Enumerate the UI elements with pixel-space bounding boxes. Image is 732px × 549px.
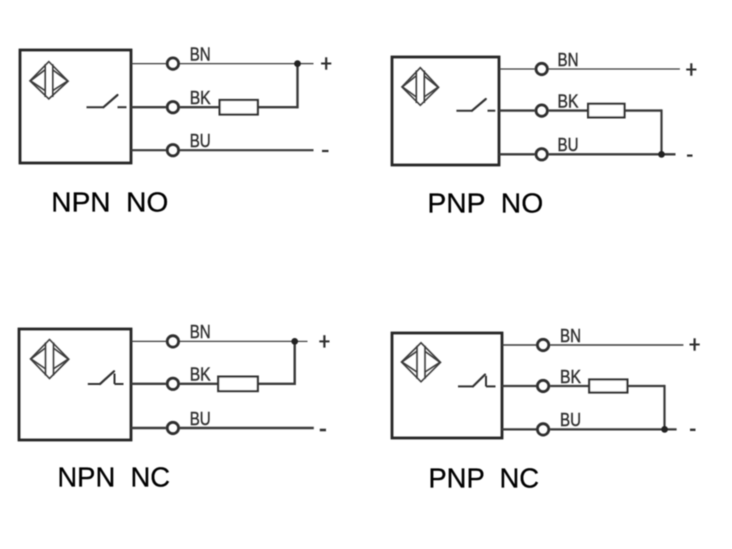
svg-text:BN: BN bbox=[558, 50, 579, 70]
svg-text:BU: BU bbox=[558, 135, 579, 155]
svg-text:BU: BU bbox=[190, 131, 211, 151]
svg-text:BK: BK bbox=[190, 88, 211, 108]
svg-text:PNP NO: PNP NO bbox=[427, 188, 543, 219]
svg-text:BU: BU bbox=[560, 410, 581, 430]
svg-text:PNP NC: PNP NC bbox=[428, 463, 539, 494]
svg-text:BN: BN bbox=[190, 322, 211, 342]
svg-text:BN: BN bbox=[190, 44, 211, 64]
svg-text:NPN NO: NPN NO bbox=[51, 186, 168, 217]
svg-text:BK: BK bbox=[560, 367, 581, 387]
svg-text:NPN NC: NPN NC bbox=[57, 462, 170, 493]
svg-text:BK: BK bbox=[558, 91, 579, 111]
svg-text:BK: BK bbox=[190, 365, 211, 385]
svg-text:BU: BU bbox=[190, 409, 211, 429]
svg-text:BN: BN bbox=[560, 326, 581, 346]
